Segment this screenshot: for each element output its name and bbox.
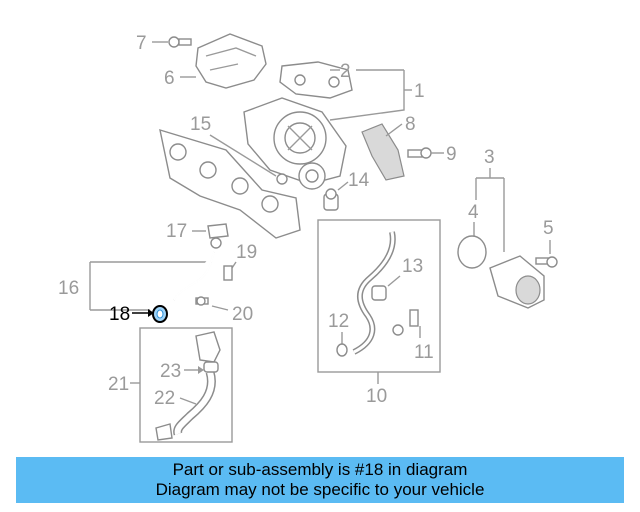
part-14-fitting: [323, 188, 339, 211]
part-4-o-ring: [457, 235, 487, 269]
banner-line-2: Diagram may not be specific to your vehi…: [155, 480, 485, 499]
part-1-turbocharger-assembly: [159, 97, 347, 239]
callout-14: 14: [348, 170, 370, 191]
callout-19: 19: [236, 242, 257, 263]
callout-1: 1: [414, 81, 425, 102]
part-6-heat-shield: [195, 33, 267, 89]
part-8-bracket: [361, 123, 405, 181]
part-15-gasket: [276, 173, 288, 185]
callout-3: 3: [484, 147, 495, 168]
callout-20: 20: [232, 304, 253, 325]
callout-7: 7: [136, 33, 147, 54]
callout-18: 18: [109, 304, 130, 325]
part-3-housing: [489, 255, 545, 309]
callout-9: 9: [446, 144, 457, 165]
part-21-clamp: [155, 423, 173, 441]
group-10-box: [317, 219, 441, 373]
callout-13: 13: [402, 256, 423, 277]
callout-4: 4: [468, 202, 479, 223]
info-banner: Part or sub-assembly is #18 in diagram D…: [16, 457, 624, 503]
part-12-seal: [336, 343, 348, 357]
part-22-hose: [173, 370, 216, 436]
part-17-gasket: [207, 223, 229, 249]
callout-23: 23: [160, 361, 181, 382]
part-5-bolt: [535, 256, 558, 268]
part-19-bolt: [223, 265, 233, 281]
part-9-bolt: [407, 147, 432, 159]
part-13-clamp: [371, 285, 387, 301]
part-18-seal-highlighted: [152, 305, 168, 323]
callout-6: 6: [164, 68, 175, 89]
callout-15: 15: [190, 114, 211, 135]
part-2-bracket: [279, 61, 353, 99]
callout-10: 10: [366, 386, 387, 407]
callout-17: 17: [166, 221, 187, 242]
callout-2: 2: [340, 61, 351, 82]
callout-16: 16: [58, 278, 79, 299]
callout-11: 11: [414, 342, 434, 363]
callout-5: 5: [543, 218, 554, 239]
callout-22: 22: [154, 388, 175, 409]
part-16-oil-line: [173, 251, 215, 301]
part-20-bolt: [195, 296, 209, 306]
banner-line-1: Part or sub-assembly is #18 in diagram: [172, 460, 468, 479]
part-23-fitting: [195, 331, 221, 373]
group-21-box: [139, 327, 233, 443]
part-11-bolt: [392, 309, 419, 336]
part-7-bolt: [152, 36, 192, 48]
parts-diagram: 7 6 2 1 15 8: [58, 33, 558, 443]
callout-21: 21: [108, 374, 129, 395]
callout-8: 8: [405, 114, 416, 135]
callout-12: 12: [328, 311, 349, 332]
part-10-coolant-line: [352, 231, 396, 355]
